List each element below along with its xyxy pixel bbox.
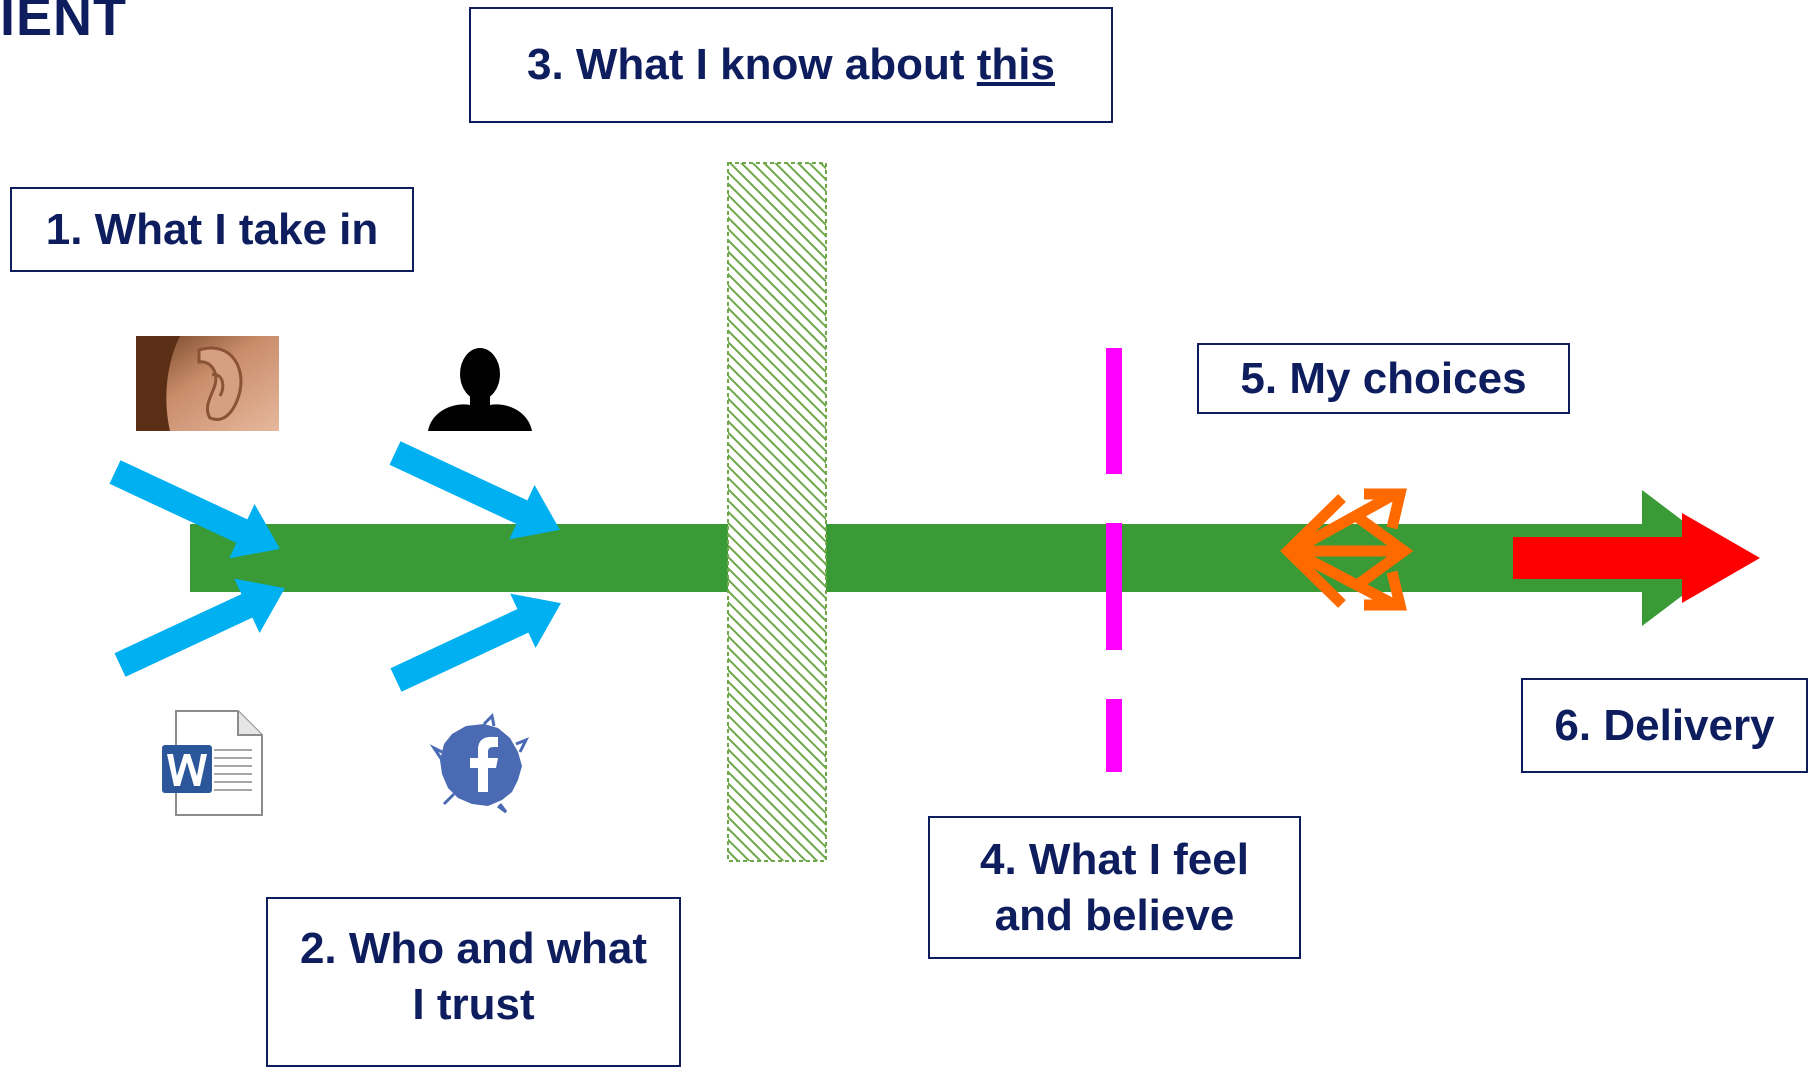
label-delivery-text: 6. Delivery — [1554, 700, 1775, 750]
person-silhouette-icon — [428, 348, 532, 431]
facebook-icon — [429, 712, 530, 814]
word-document-icon — [162, 710, 263, 816]
label-my-choices: 5. My choices — [1197, 343, 1570, 414]
input-arrow-ear — [109, 460, 280, 559]
label-what-i-take-in: 1. What I take in — [10, 187, 414, 272]
label-who-i-trust-line2: I trust — [412, 980, 535, 1029]
ear-photo — [136, 336, 279, 431]
label-who-i-trust: 2. Who and what I trust — [266, 897, 681, 1067]
label-what-i-know: 3. What I know about this — [469, 7, 1113, 123]
label-what-i-feel-line1: 4. What I feel — [980, 834, 1249, 884]
label-who-i-trust-line1: 2. Who and what — [299, 924, 648, 973]
main-process-arrow — [190, 490, 1732, 626]
label-my-choices-text: 5. My choices — [1240, 353, 1527, 403]
delivery-arrow — [1513, 513, 1760, 603]
label-what-i-know-underlined: this — [976, 40, 1055, 89]
input-arrow-facebook — [390, 593, 561, 692]
label-delivery: 6. Delivery — [1521, 678, 1808, 773]
input-arrow-person — [389, 441, 560, 540]
input-arrows — [109, 441, 561, 692]
label-what-i-know-prefix: 3. What I know about — [526, 40, 977, 89]
choice-arrows — [1280, 488, 1414, 611]
label-what-i-take-in-text: 1. What I take in — [45, 204, 379, 254]
label-what-i-know-text: 3. What I know about this — [527, 37, 1055, 93]
input-arrow-document — [114, 578, 285, 677]
page-title: IENT — [0, 0, 128, 47]
label-what-i-feel: 4. What I feel and believe — [928, 816, 1301, 959]
knowledge-barrier — [727, 162, 827, 862]
label-what-i-feel-line2: and believe — [994, 890, 1235, 940]
